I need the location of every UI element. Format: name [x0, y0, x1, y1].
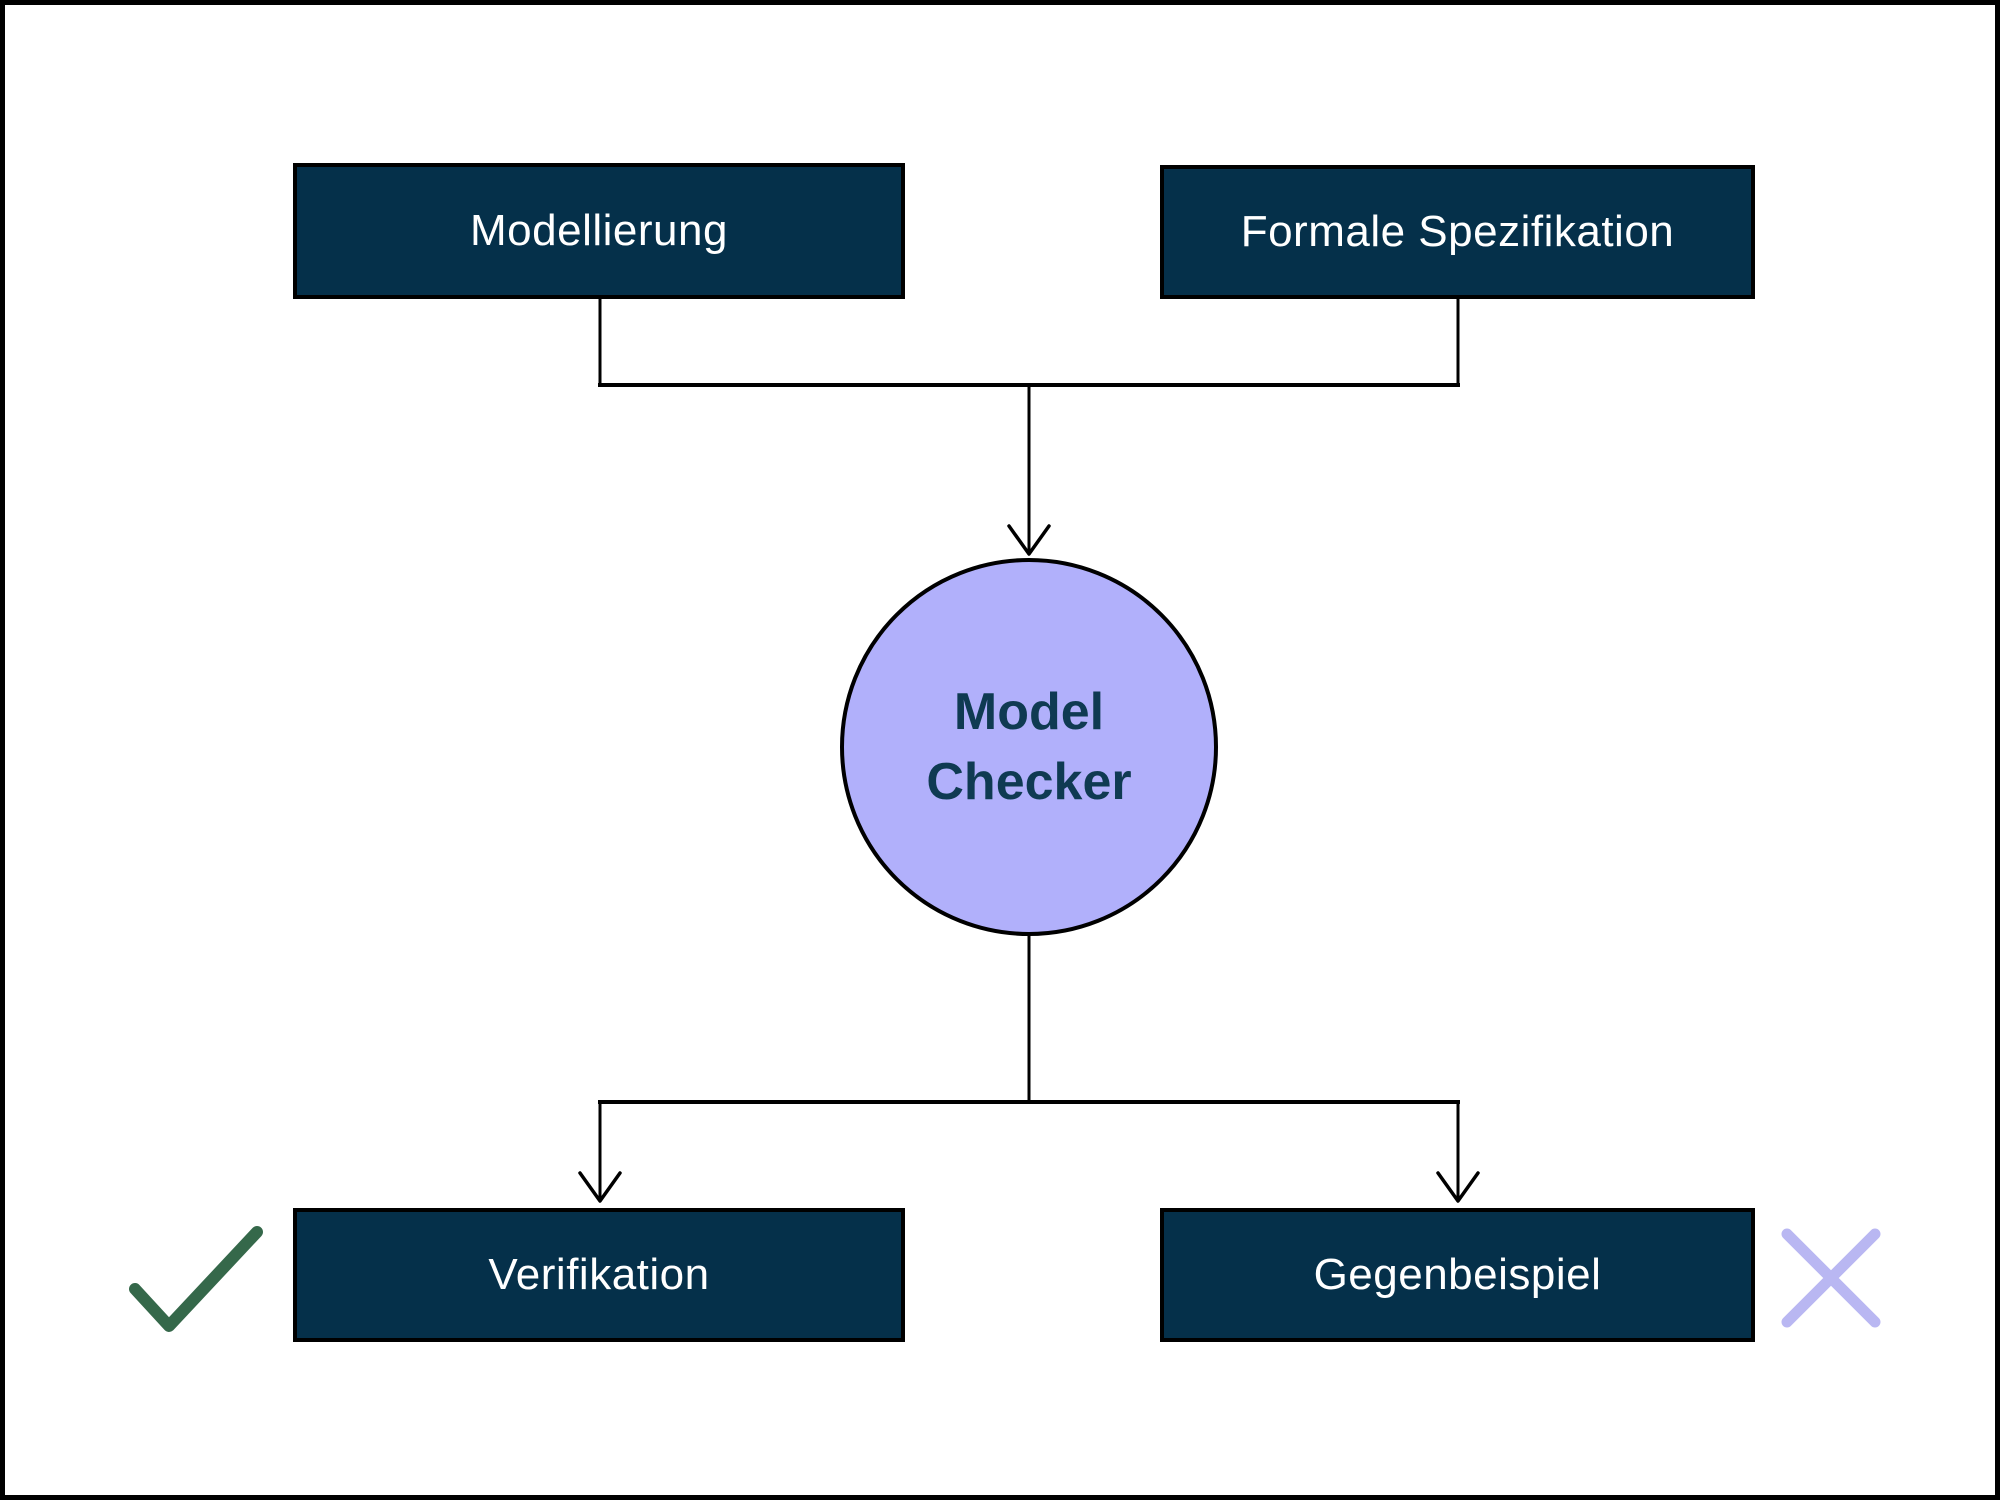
arrowhead-verifikation — [578, 1171, 622, 1203]
node-modellierung: Modellierung — [293, 163, 905, 299]
check-icon — [129, 1226, 263, 1332]
node-model-checker-label-line2: Checker — [926, 753, 1132, 811]
node-model-checker: Model Checker — [840, 558, 1218, 936]
connector-layer — [129, 297, 1881, 1332]
node-verifikation: Verifikation — [293, 1208, 905, 1342]
node-formale-spezifikation: Formale Spezifikation — [1160, 165, 1755, 299]
arrowhead-model-checker — [1007, 524, 1051, 556]
cross-icon — [1781, 1228, 1881, 1328]
node-modellierung-label: Modellierung — [470, 206, 728, 255]
node-gegenbeispiel-label: Gegenbeispiel — [1313, 1250, 1602, 1299]
node-gegenbeispiel: Gegenbeispiel — [1160, 1208, 1755, 1342]
node-formale-spezifikation-label: Formale Spezifikation — [1240, 207, 1675, 256]
arrowhead-gegenbeispiel — [1436, 1171, 1480, 1203]
node-model-checker-label-line1: Model — [953, 682, 1105, 741]
node-verifikation-label: Verifikation — [488, 1250, 710, 1299]
